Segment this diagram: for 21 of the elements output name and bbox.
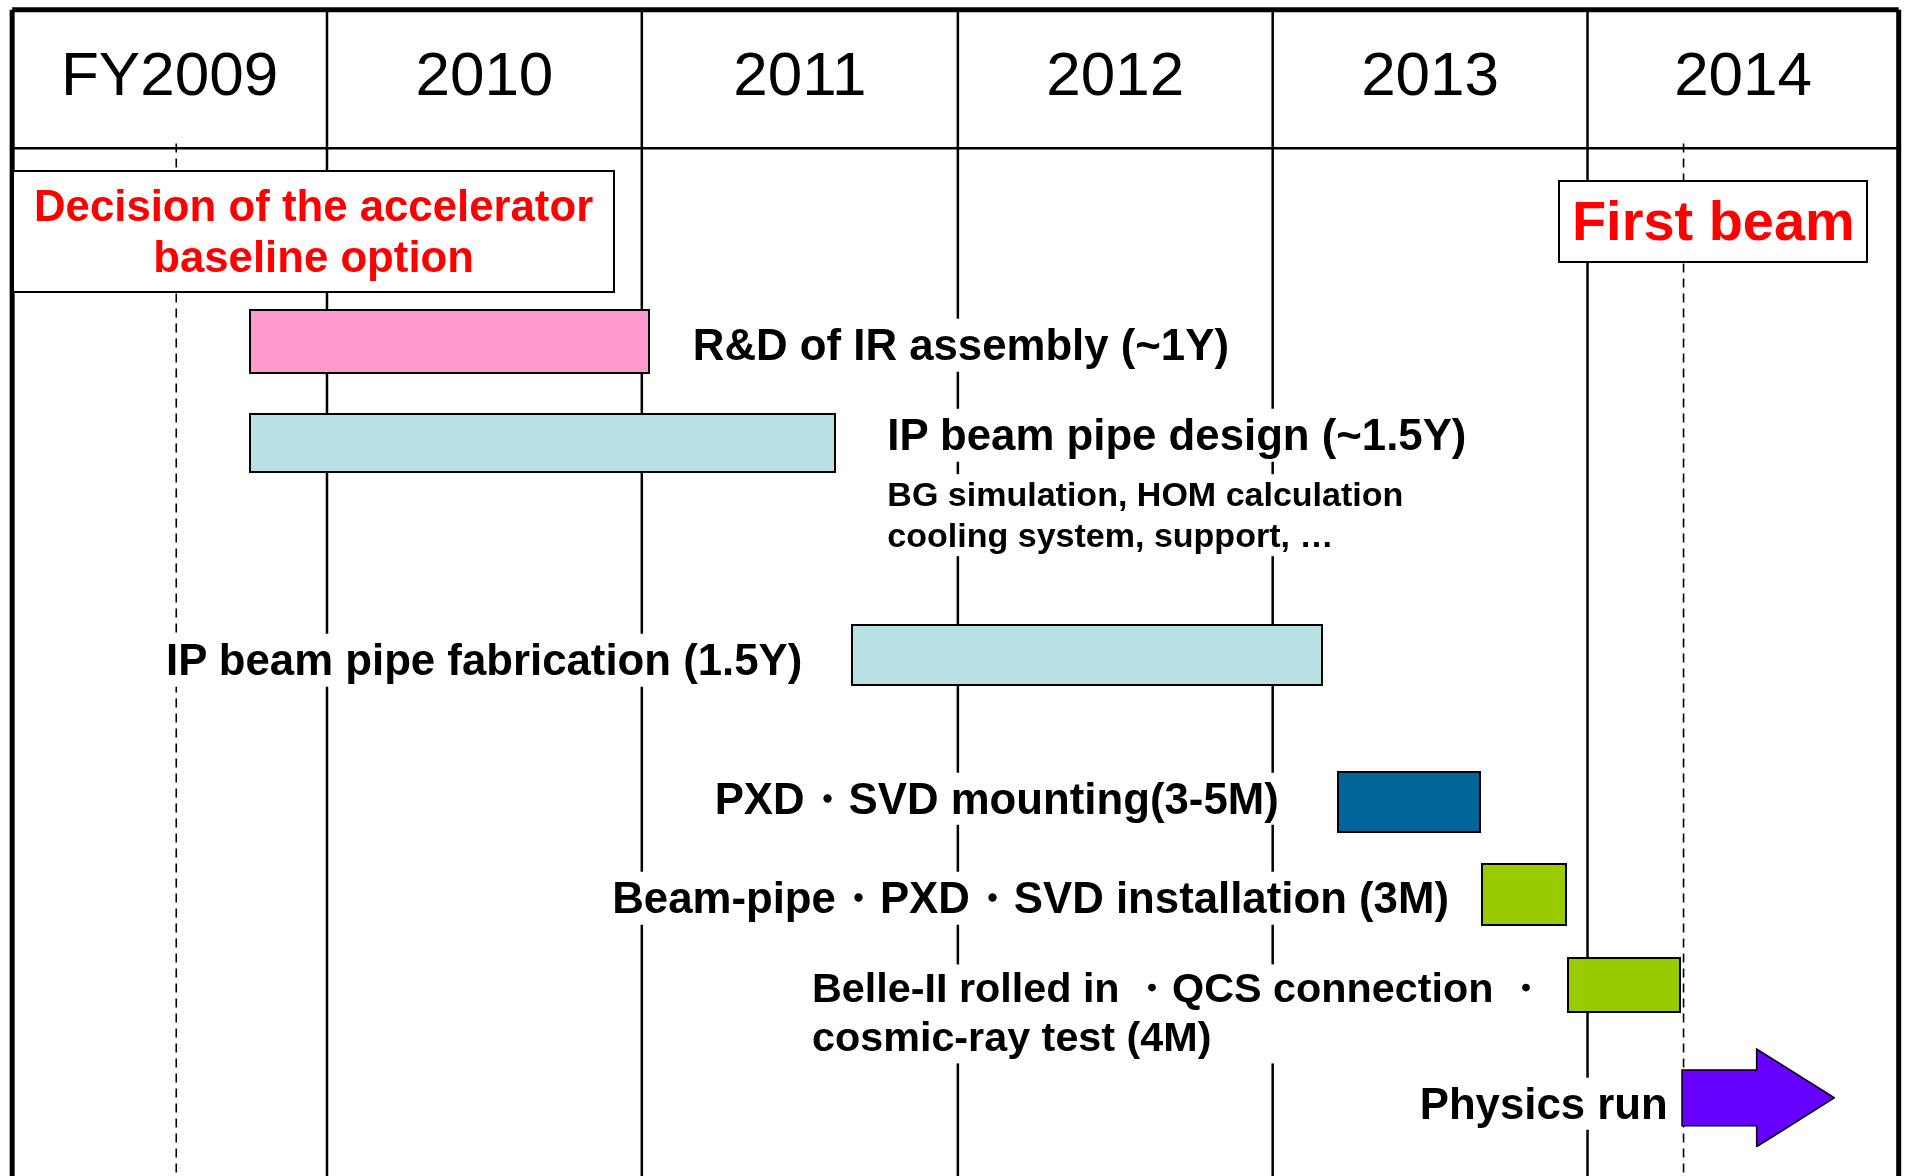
block-arrow [1681, 1047, 1836, 1148]
year-label: 2012 [1046, 37, 1185, 109]
gantt-bar [850, 623, 1323, 686]
year-label: 2013 [1361, 37, 1500, 109]
year-label: 2010 [415, 37, 554, 109]
gantt-bar [249, 308, 651, 375]
task-label: IP beam pipe fabrication (1.5Y) [166, 633, 803, 687]
task-label: R&D of IR assembly (~1Y) [692, 318, 1229, 372]
year-label: 2014 [1674, 37, 1813, 109]
task-label: PXD・SVD mounting(3-5M) [714, 772, 1279, 825]
milestone-box: First beam [1558, 179, 1869, 263]
gantt-bar [1480, 863, 1567, 927]
year-label: FY2009 [61, 37, 279, 109]
gantt-bar [249, 413, 837, 473]
task-label: IP beam pipe design (~1.5Y) [887, 408, 1467, 462]
milestone-box: Decision of the accelerator baseline option [12, 170, 616, 293]
gantt-bar [1566, 956, 1682, 1013]
gantt-bar [1337, 770, 1481, 833]
year-label: 2011 [733, 37, 867, 109]
task-label: Beam-pipe・PXD・SVD installation (3M) [612, 872, 1449, 925]
task-label: Physics run [1419, 1077, 1668, 1130]
